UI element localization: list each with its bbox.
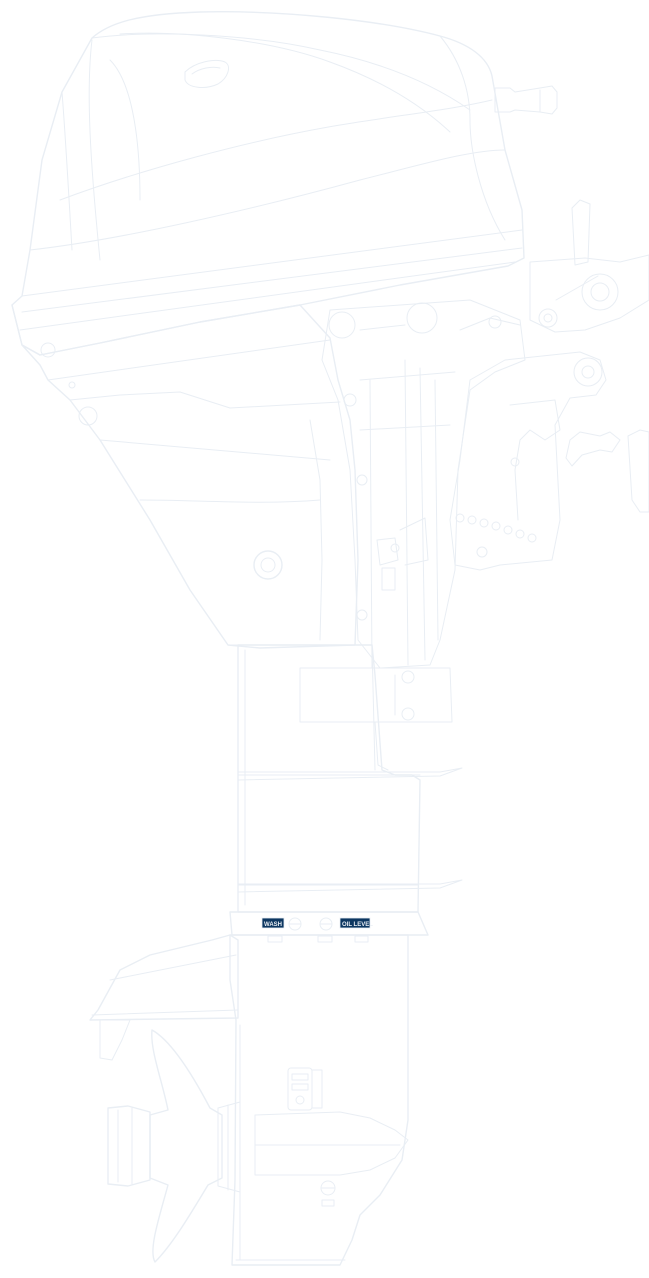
oil-level-label-group: OIL LEVEL [339,917,373,929]
service-band: WASH OIL LEVEL [229,911,429,943]
swivel-bracket [321,299,526,669]
tiller-handle [529,199,649,333]
clamp-bracket [449,351,649,571]
anode-plate [287,1067,313,1111]
drive-shaft-housing [237,644,463,913]
oil-level-label: OIL LEVEL [342,922,373,928]
engine-top-cowl [11,11,525,356]
wash-port [288,917,302,931]
trim-holes [455,513,537,543]
drain-plug [253,550,283,580]
wash-label-group: WASH [261,917,285,929]
gearcase [89,934,409,1266]
propeller [107,1029,241,1263]
oil-check-port [319,917,333,931]
gear-oil-drain [320,1180,336,1207]
lower-cowl [11,302,438,649]
wash-label: WASH [264,922,282,928]
choke-knob [494,85,558,115]
